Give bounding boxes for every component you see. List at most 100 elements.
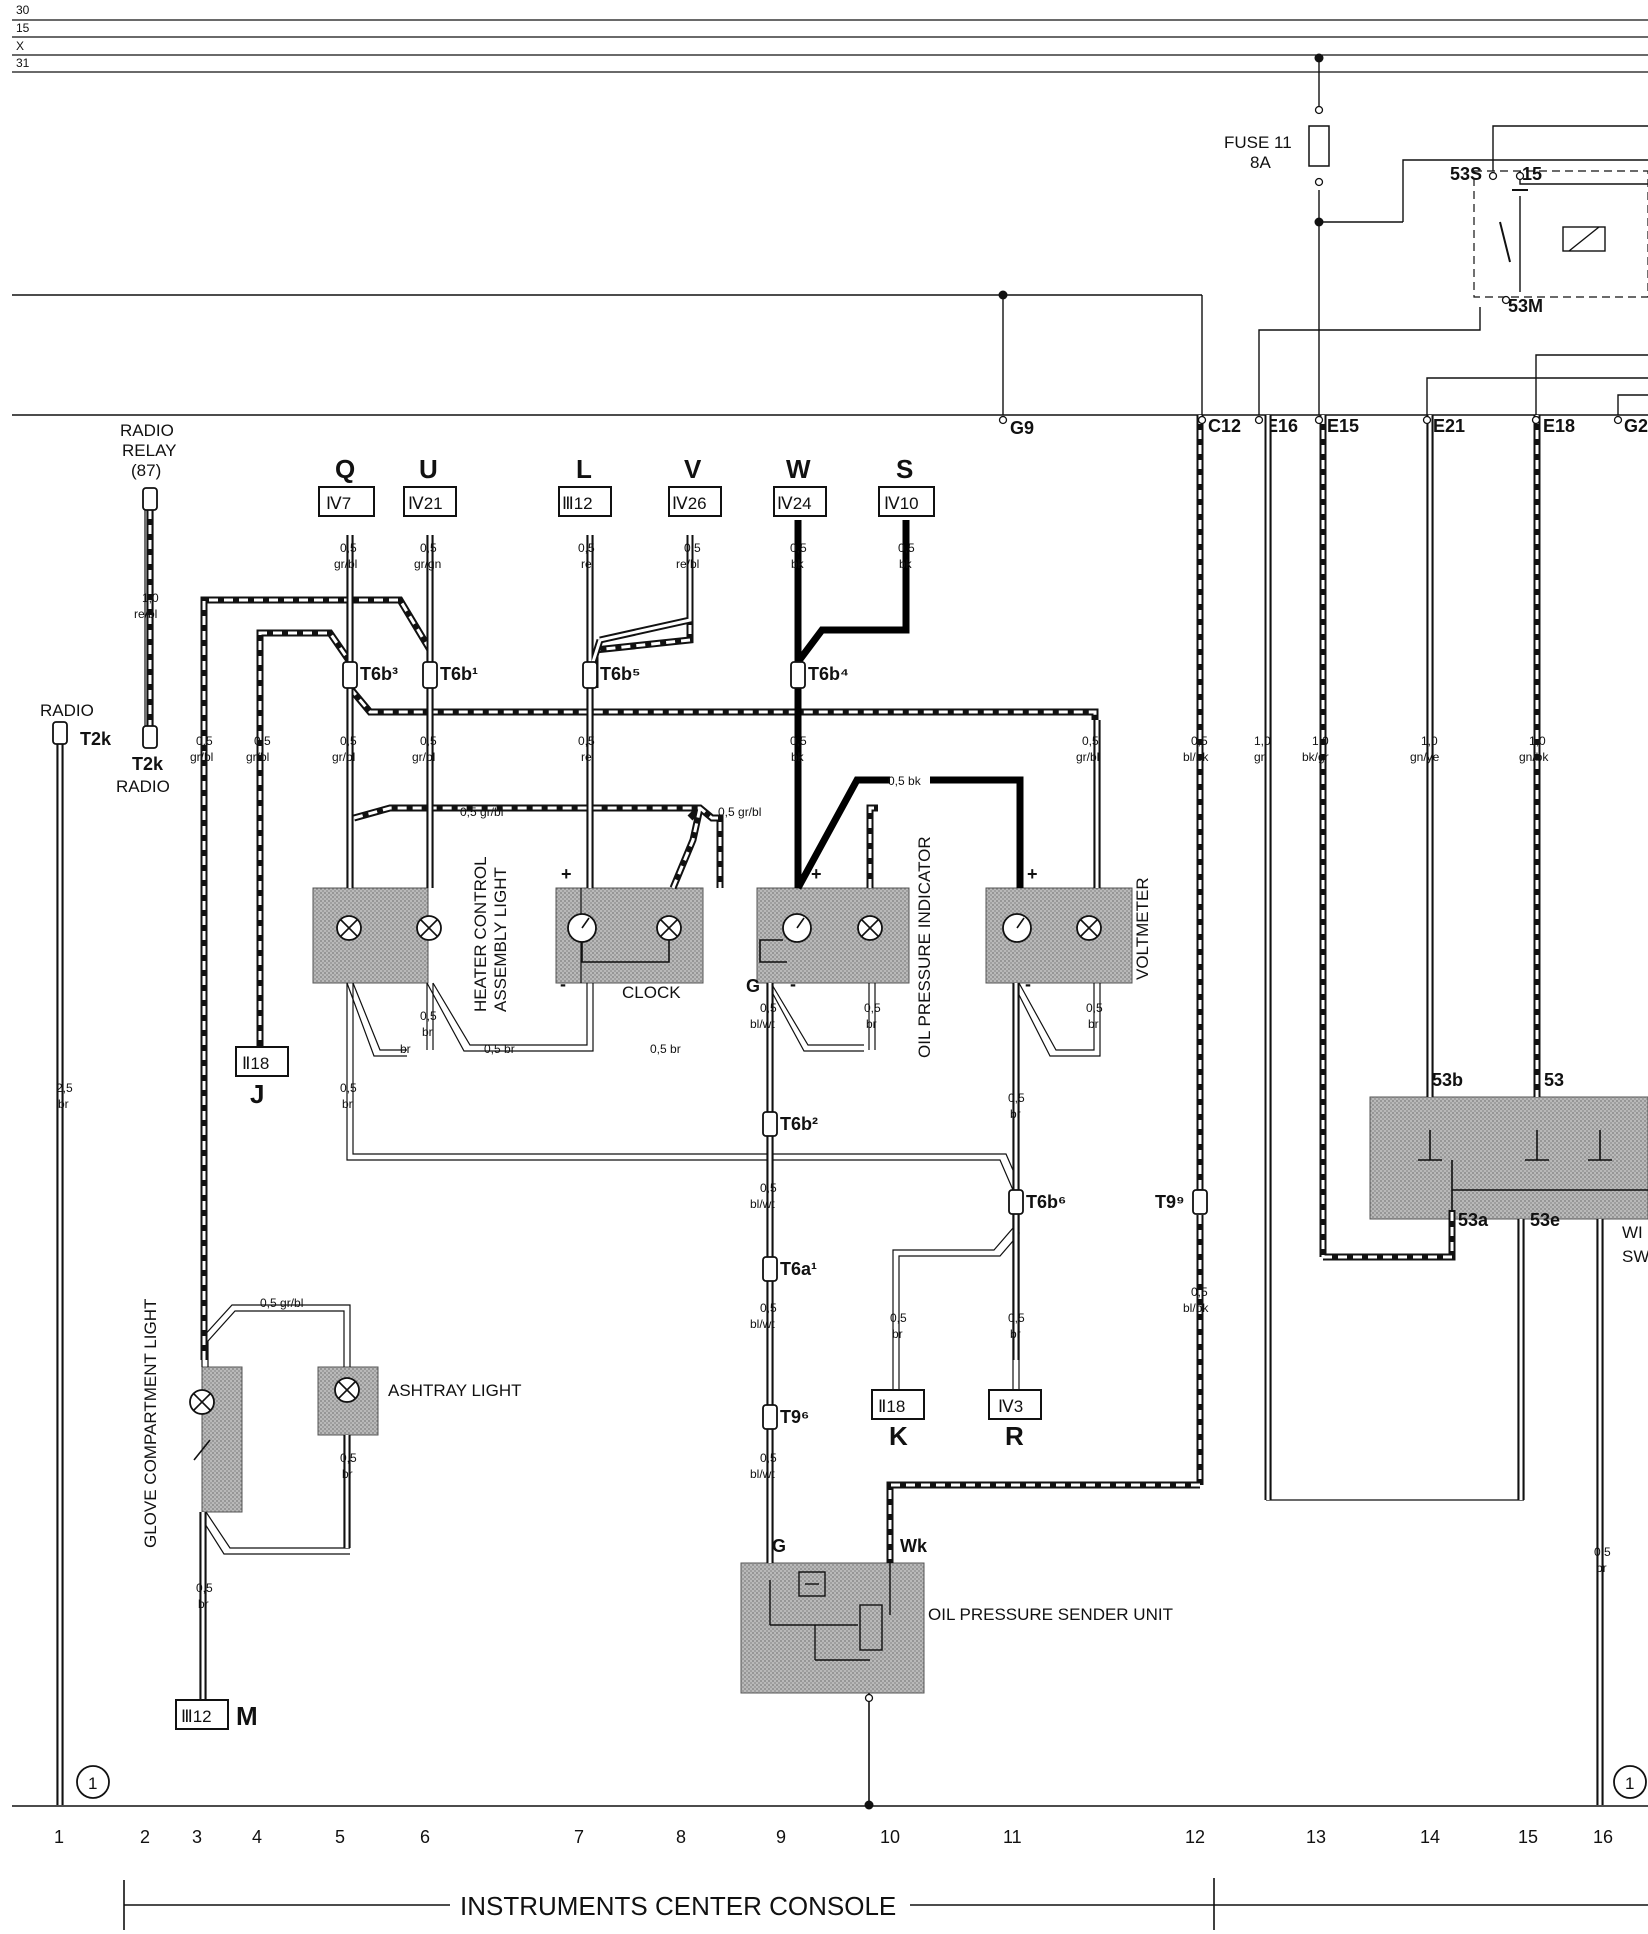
connector-t6a1: T6a¹ [780,1259,817,1279]
rail-x: X [16,39,24,53]
svg-text:re: re [581,750,592,764]
svg-text:br: br [400,1042,411,1056]
terminal-v-letter: V [684,454,702,484]
rail-15: 15 [16,21,30,35]
svg-text:0,5: 0,5 [760,1181,777,1195]
svg-text:0,5 gr/bl: 0,5 gr/bl [460,805,503,819]
oil-indicator-label: OIL PRESSURE INDICATOR [915,836,934,1058]
svg-text:bl/bk: bl/bk [1183,750,1209,764]
pin-circles [864,105,1623,1703]
svg-text:1,0: 1,0 [1254,734,1271,748]
svg-text:bl/wt: bl/wt [750,1467,775,1481]
terminal-w-letter: W [786,454,811,484]
svg-text:0,5: 0,5 [196,734,213,748]
svg-text:br: br [1010,1107,1021,1121]
wire-labels: 0,5gr/bl 0,5gr/gn 0,5re 0,5re/bl 0,5bk 0… [56,541,1611,1611]
heater-label-1: HEATER CONTROL [471,856,490,1012]
inline-wire-labels: 0,5 gr/bl 0,5 gr/bl 0,5 bk br 0,5 br 0,5… [260,774,922,1310]
svg-text:0,5: 0,5 [1008,1311,1025,1325]
svg-text:1,0: 1,0 [1529,734,1546,748]
voltmeter-label: VOLTMETER [1133,877,1152,980]
terminal-m-code: Ⅲ12 [181,1707,212,1726]
svg-text:5: 5 [335,1827,345,1847]
wiper-switch-box [1369,1096,1648,1220]
svg-text:2,5: 2,5 [56,1081,73,1095]
svg-text:0,5: 0,5 [578,541,595,555]
glove-light-label: GLOVE COMPARTMENT LIGHT [141,1299,160,1548]
svg-text:bk: bk [791,557,805,571]
svg-text:0,5 gr/bl: 0,5 gr/bl [718,805,761,819]
svg-text:0,5: 0,5 [340,1081,357,1095]
svg-text:0,5: 0,5 [1191,734,1208,748]
radio-relay-label-3: (87) [131,461,161,480]
svg-text:0,5: 0,5 [898,541,915,555]
svg-text:re/bl: re/bl [134,607,157,621]
svg-text:0,5: 0,5 [760,1001,777,1015]
connector-plugs [52,487,1208,1430]
ground-ref-right [1613,1765,1647,1799]
svg-text:6: 6 [420,1827,430,1847]
svg-text:0,5: 0,5 [1008,1091,1025,1105]
svg-text:+: + [1027,864,1038,884]
relay-outline [1473,170,1648,298]
svg-text:14: 14 [1420,1827,1440,1847]
relay-coil-mark [1568,226,1600,252]
svg-text:0,5: 0,5 [420,734,437,748]
section-bracket [123,1878,1648,1930]
relay-53s: 53S [1450,164,1482,184]
upper-wiring [12,58,1648,416]
svg-text:53: 53 [1544,1070,1564,1090]
terminal-u-letter: U [419,454,438,484]
svg-text:br: br [892,1327,903,1341]
connector-t6b1: T6b¹ [440,664,478,684]
radio-label-left: RADIO [40,701,94,720]
point-e16: E16 [1266,416,1298,436]
svg-text:Wk: Wk [900,1536,928,1556]
point-e18: E18 [1543,416,1575,436]
svg-text:bl/bk: bl/bk [1183,1301,1209,1315]
terminal-k-code: Ⅱ18 [878,1397,905,1416]
svg-text:53b: 53b [1432,1070,1463,1090]
svg-text:0,5: 0,5 [420,1009,437,1023]
svg-text:0,5: 0,5 [1594,1545,1611,1559]
terminal-v-code: Ⅳ26 [672,494,707,513]
fuse-label: FUSE 11 [1224,133,1292,152]
svg-text:re: re [581,557,592,571]
svg-text:16: 16 [1593,1827,1613,1847]
svg-text:0,5: 0,5 [254,734,271,748]
svg-text:8: 8 [676,1827,686,1847]
svg-text:0,5: 0,5 [196,1581,213,1595]
svg-text:bk: bk [791,750,805,764]
oil-sender-box [740,1562,925,1694]
svg-text:gr/bl: gr/bl [190,750,213,764]
svg-text:gn/bk: gn/bk [1519,750,1549,764]
svg-text:9: 9 [776,1827,786,1847]
svg-text:bk: bk [899,557,913,571]
svg-text:br: br [58,1097,69,1111]
connector-t96: T9⁶ [780,1407,809,1427]
pin-labels: + - + - + - G G Wk 53b 53 53a 53e [560,864,1564,1556]
fuse-rating: 8A [1250,153,1271,172]
svg-text:0,5: 0,5 [890,1311,907,1325]
svg-text:bl/wt: bl/wt [750,1017,775,1031]
junctions [864,53,1324,1810]
lamp-crosses [193,917,1648,1461]
svg-text:0,5 br: 0,5 br [650,1042,681,1056]
svg-text:0,5 bk: 0,5 bk [888,774,922,788]
connector-t6b2: T6b² [780,1114,818,1134]
oil-sender-label: OIL PRESSURE SENDER UNIT [928,1605,1173,1624]
ashtray-label: ASHTRAY LIGHT [388,1381,522,1400]
svg-text:0,5: 0,5 [1086,1001,1103,1015]
svg-text:0,5: 0,5 [340,541,357,555]
rail-31: 31 [16,56,30,70]
svg-text:br: br [342,1467,353,1481]
svg-text:br: br [422,1025,433,1039]
point-e21: E21 [1433,416,1465,436]
connector-t6b3: T6b³ [360,664,398,684]
svg-text:gr/bl: gr/bl [332,750,355,764]
ground-ref-right-label: 1 [1625,1774,1634,1793]
connector-t99: T9⁹ [1155,1192,1185,1212]
terminal-boxes [175,486,1042,1730]
svg-text:-: - [790,974,796,994]
